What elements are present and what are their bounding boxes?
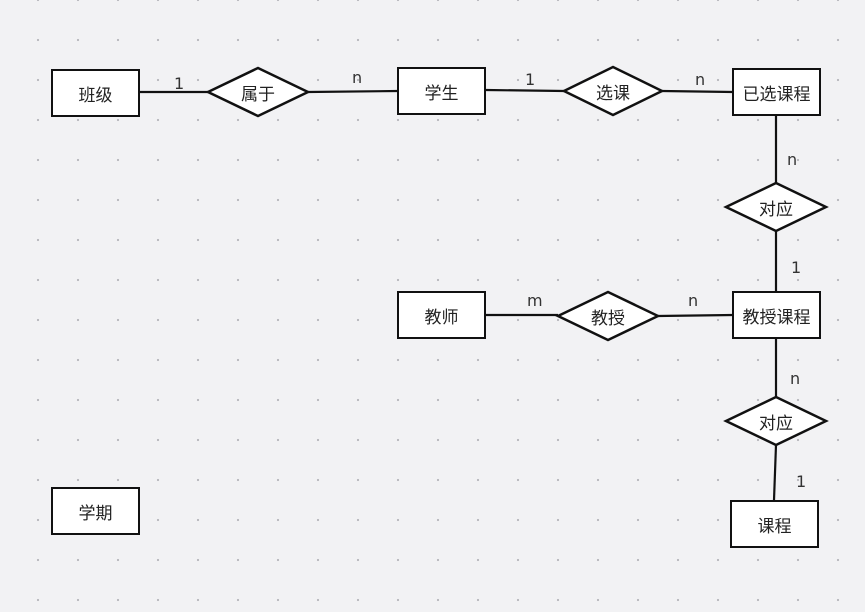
relationship-select-course bbox=[561, 65, 665, 117]
cardinality-select-selected: n bbox=[695, 70, 706, 89]
entity-student: 学生 bbox=[397, 67, 486, 115]
cardinality-teacher-teach: m bbox=[527, 291, 543, 310]
edge-select-selected bbox=[661, 89, 734, 94]
edge-student-select bbox=[485, 88, 565, 93]
entity-course: 课程 bbox=[730, 500, 819, 548]
relationship-corresponds-1 bbox=[723, 181, 829, 233]
entity-selected-course: 已选课程 bbox=[732, 68, 821, 116]
edge-teach-teaching bbox=[657, 313, 734, 318]
cardinality-student-select: 1 bbox=[525, 70, 536, 89]
edge-belongs-student bbox=[307, 89, 399, 94]
edge-corr2-course bbox=[772, 444, 778, 501]
cardinality-teach-teaching: n bbox=[688, 291, 699, 310]
entity-teacher: 教师 bbox=[397, 291, 486, 339]
relationship-corresponds-2 bbox=[723, 395, 829, 447]
cardinality-corr1-teaching: 1 bbox=[791, 258, 802, 277]
cardinality-selected-corr1: n bbox=[787, 150, 798, 169]
cardinality-belongs-student: n bbox=[352, 68, 363, 87]
entity-semester: 学期 bbox=[51, 487, 140, 535]
entity-class: 班级 bbox=[51, 69, 140, 117]
cardinality-corr2-course: 1 bbox=[796, 472, 807, 491]
relationship-teach bbox=[555, 290, 661, 342]
relationship-belongs-to bbox=[205, 66, 311, 118]
entity-teaching-course: 教授课程 bbox=[732, 291, 821, 339]
cardinality-class-belongs: 1 bbox=[174, 74, 185, 93]
cardinality-teaching-corr2: n bbox=[790, 369, 801, 388]
